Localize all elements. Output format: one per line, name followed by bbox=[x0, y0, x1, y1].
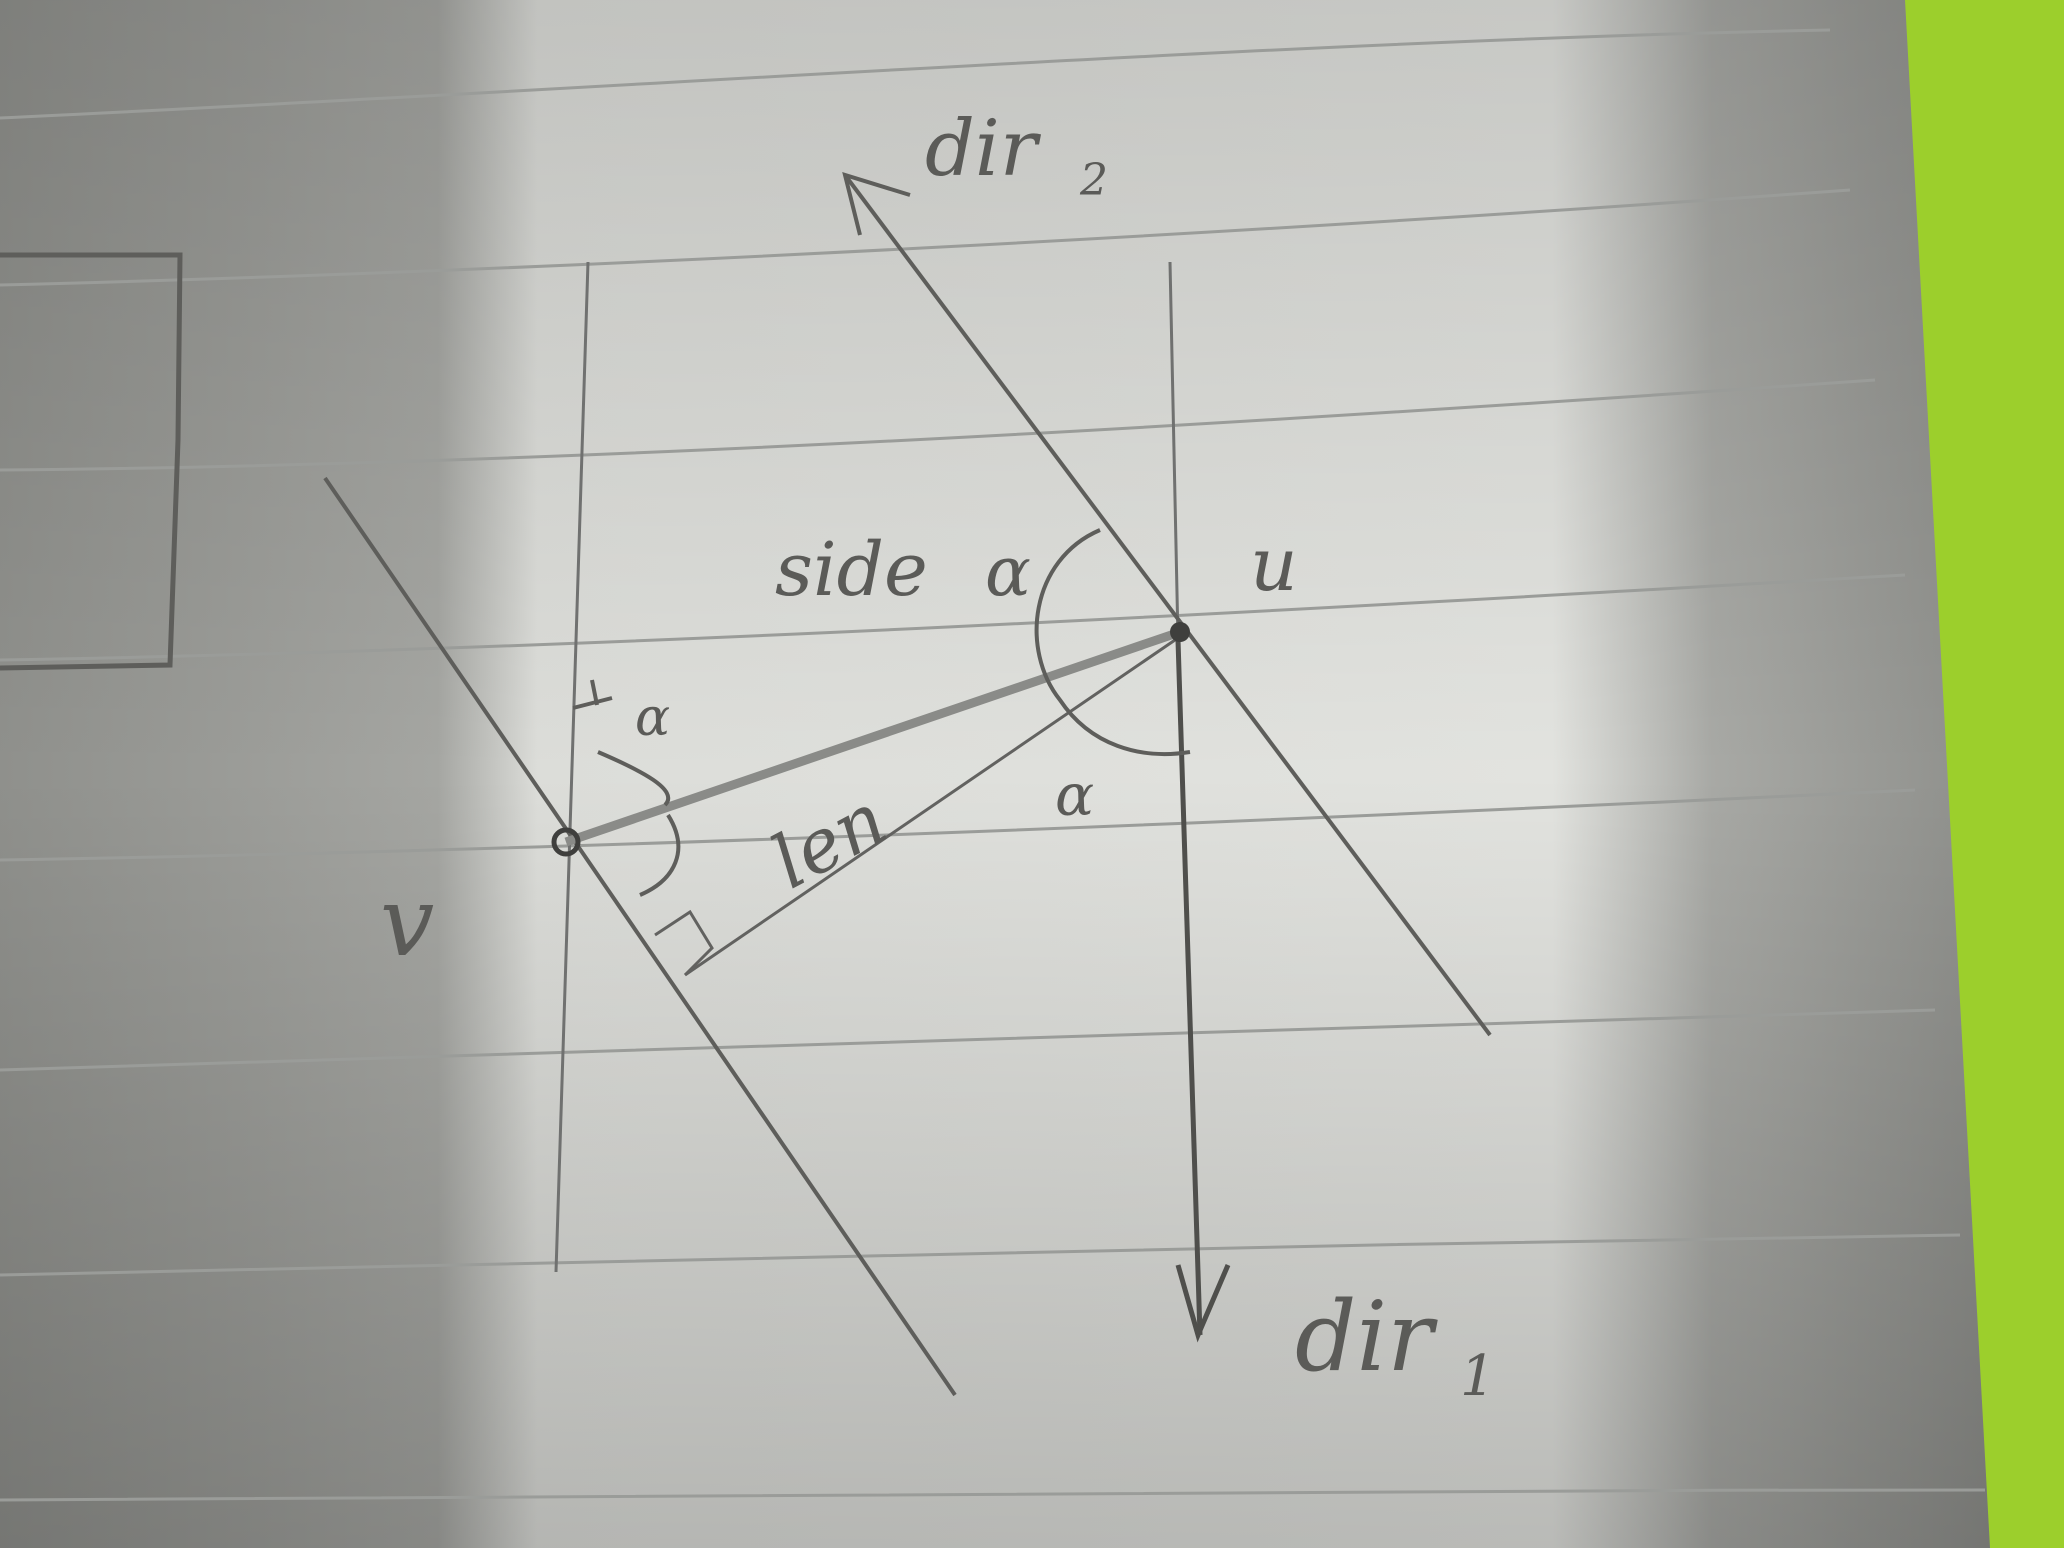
line-through-v bbox=[323, 476, 957, 1397]
label-dir2-sub: 2 bbox=[1079, 155, 1108, 206]
label-side: side bbox=[775, 527, 928, 613]
label-u: u bbox=[1250, 522, 1298, 608]
point-v bbox=[551, 827, 581, 857]
dir2-arrowhead bbox=[842, 172, 911, 236]
line-through-u bbox=[843, 173, 1492, 1037]
segment-uv bbox=[564, 627, 1182, 847]
label-dir1: dir bbox=[1295, 1281, 1438, 1393]
label-dir1-sub: 1 bbox=[1460, 1344, 1496, 1409]
label-dir2: dir bbox=[925, 104, 1042, 194]
label-side-alpha: α bbox=[985, 533, 1031, 612]
label-perp-alpha: α bbox=[635, 688, 670, 748]
perp-angle-arc-top bbox=[597, 750, 671, 807]
label-v: v bbox=[380, 866, 434, 978]
perpendicular-symbol bbox=[572, 679, 613, 710]
green-table-edge bbox=[1900, 0, 2064, 1548]
right-angle-mark bbox=[654, 909, 714, 977]
point-u bbox=[1170, 622, 1190, 642]
ruled-lines bbox=[0, 28, 1986, 1502]
v-angle-arc bbox=[639, 813, 681, 897]
dir1-arrowhead bbox=[1175, 1264, 1231, 1343]
margin-box bbox=[0, 252, 183, 671]
paper-shadow bbox=[0, 0, 1990, 1548]
label-alpha-bottom: α bbox=[1055, 761, 1094, 829]
grid-verticals bbox=[554, 261, 1180, 1273]
len-perpendicular bbox=[684, 638, 1176, 977]
side-angle-arc bbox=[1034, 528, 1191, 757]
dir1-line bbox=[1175, 639, 1203, 1336]
